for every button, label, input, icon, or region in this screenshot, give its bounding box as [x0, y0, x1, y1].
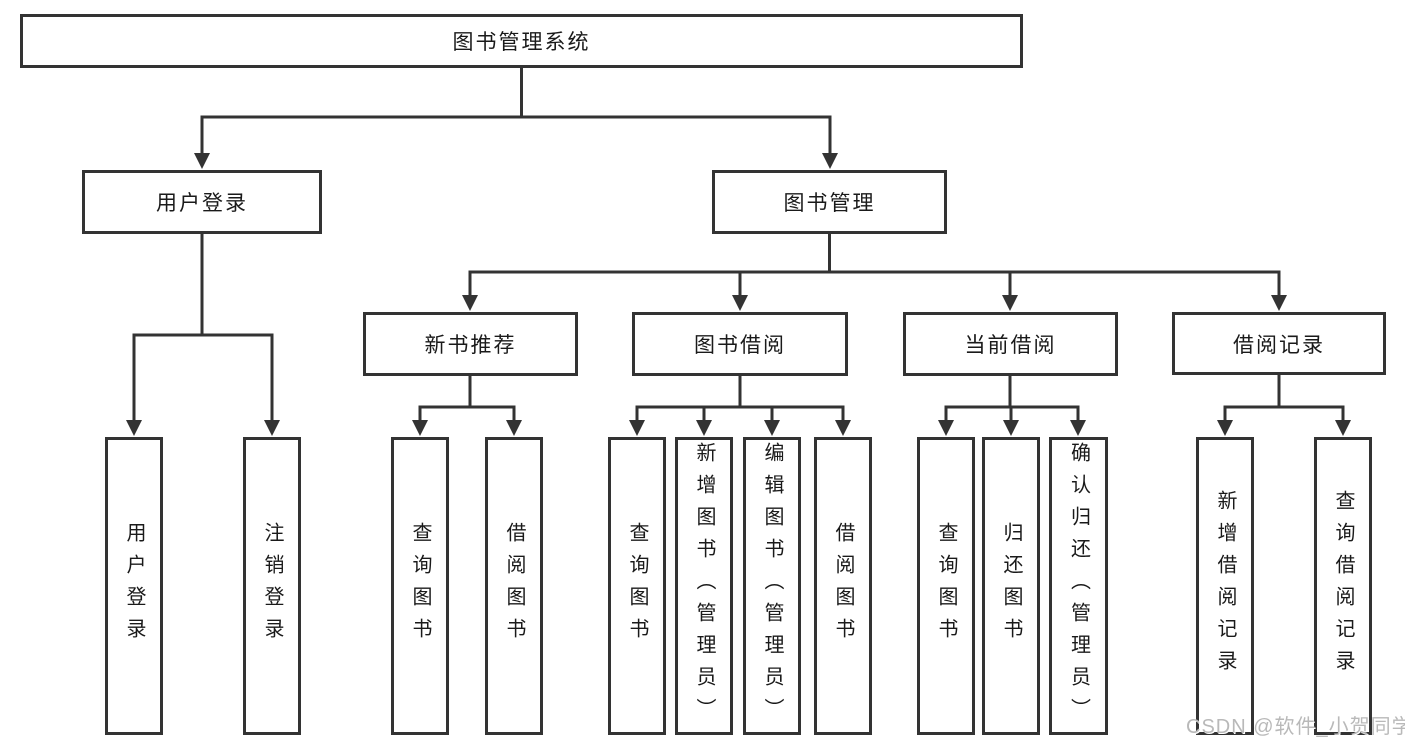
- node-label: 新书推荐: [424, 334, 517, 357]
- leaf-borrow-books: 借阅图书: [814, 437, 872, 735]
- leaf-confirm-return-admin: 确认归还（管理员）: [1049, 437, 1108, 735]
- leaf-label: 借阅图书: [832, 522, 854, 650]
- leaf-label: 查询图书: [626, 522, 648, 650]
- leaf-query-books-recommend: 查询图书: [391, 437, 449, 735]
- leaf-label: 新增借阅记录: [1214, 490, 1236, 682]
- node-borrow-record: 借阅记录: [1172, 312, 1386, 375]
- node-user-login: 用户登录: [82, 170, 322, 234]
- leaf-add-borrow-record: 新增借阅记录: [1196, 437, 1254, 735]
- leaf-add-book-admin: 新增图书（管理员）: [675, 437, 733, 735]
- leaf-query-books-borrow: 查询图书: [608, 437, 666, 735]
- leaf-query-books-current: 查询图书: [917, 437, 975, 735]
- leaf-user-login: 用户登录: [105, 437, 163, 735]
- leaf-label: 注销登录: [261, 522, 283, 650]
- node-label: 用户登录: [156, 192, 248, 215]
- leaf-label: 查询借阅记录: [1332, 490, 1354, 682]
- node-label: 图书借阅: [694, 334, 786, 357]
- leaf-return-book: 归还图书: [982, 437, 1040, 735]
- node-label: 图书管理系统: [452, 31, 591, 54]
- leaf-borrow-books-recommend: 借阅图书: [485, 437, 543, 735]
- node-library-management-system: 图书管理系统: [20, 14, 1023, 68]
- node-book-borrow: 图书借阅: [632, 312, 848, 376]
- node-book-management: 图书管理: [712, 170, 947, 234]
- leaf-query-borrow-record: 查询借阅记录: [1314, 437, 1372, 735]
- leaf-label: 查询图书: [935, 522, 957, 650]
- leaf-label: 查询图书: [409, 522, 431, 650]
- node-new-book-recommend: 新书推荐: [363, 312, 578, 376]
- leaf-label: 编辑图书（管理员）: [761, 442, 783, 730]
- leaf-label: 归还图书: [1000, 522, 1022, 650]
- leaf-label: 确认归还（管理员）: [1067, 442, 1090, 730]
- leaf-label: 新增图书（管理员）: [693, 442, 715, 730]
- leaf-label: 用户登录: [123, 522, 145, 650]
- leaf-logout: 注销登录: [243, 437, 301, 735]
- node-label: 借阅记录: [1233, 333, 1325, 357]
- node-current-borrow: 当前借阅: [903, 312, 1118, 376]
- watermark: CSDN @软件_小贺同学: [1186, 716, 1405, 738]
- node-label: 图书管理: [783, 192, 876, 215]
- node-label: 当前借阅: [964, 334, 1057, 357]
- leaf-label: 借阅图书: [503, 522, 525, 650]
- leaf-edit-book-admin: 编辑图书（管理员）: [743, 437, 801, 735]
